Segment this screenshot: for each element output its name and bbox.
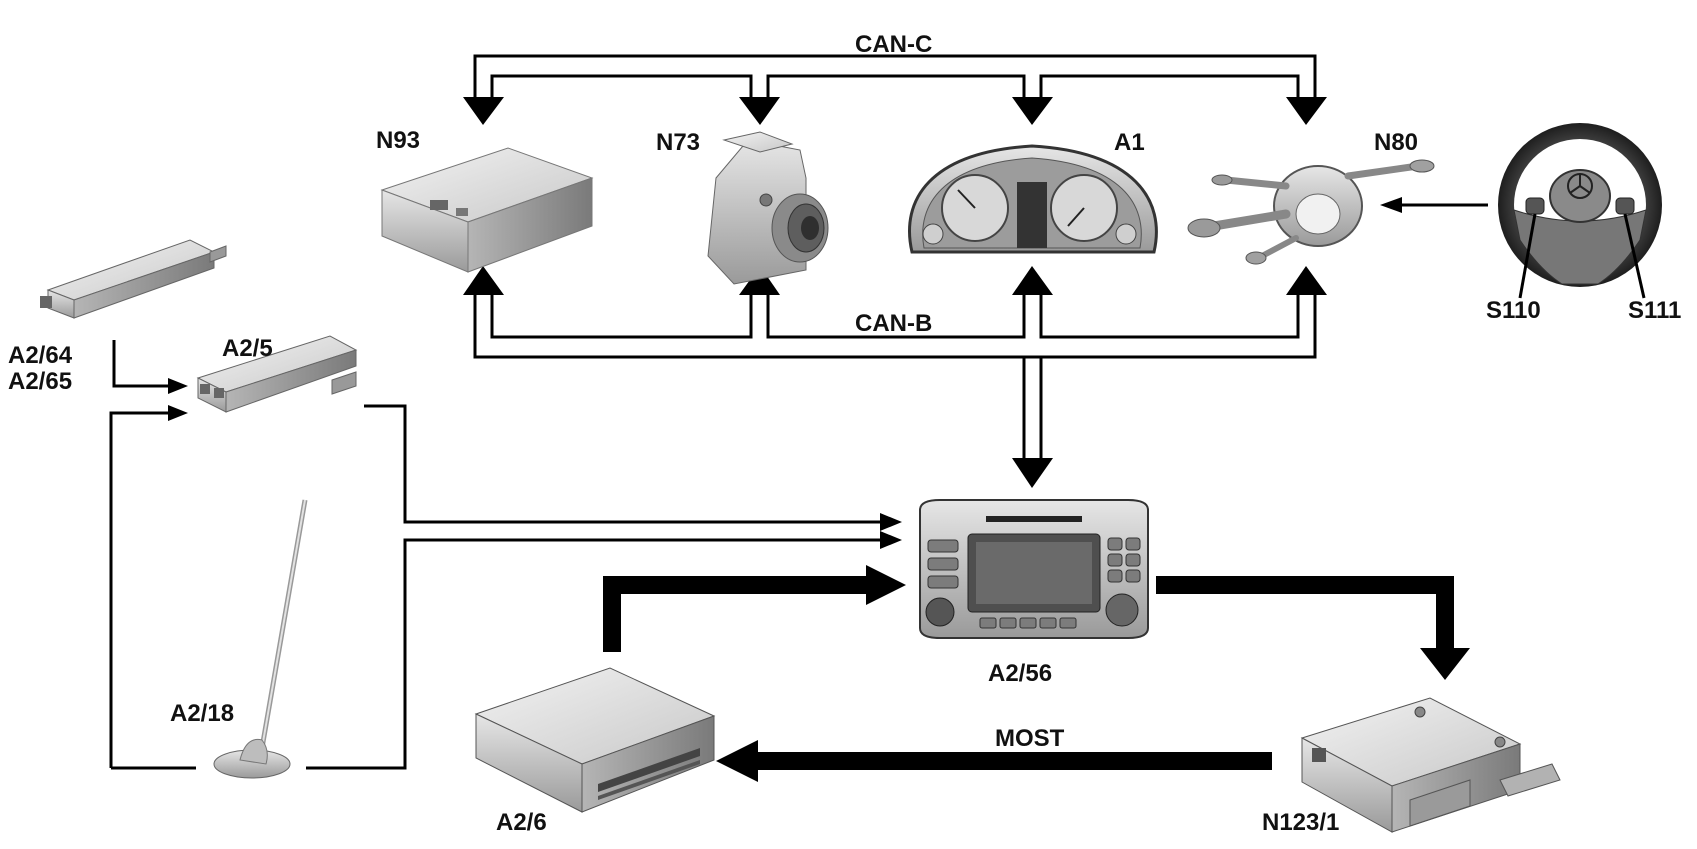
most-arrowheads <box>716 565 1470 782</box>
n123-1-module-image[interactable] <box>1300 697 1561 833</box>
s111-label: S111 <box>1628 297 1681 324</box>
n93-label: N93 <box>376 127 420 154</box>
can-c-bus <box>473 54 1317 97</box>
antenna-signal-lines <box>109 340 880 770</box>
a2-56-head-unit-image[interactable] <box>919 499 1149 639</box>
can-c-arrowheads <box>463 97 1327 125</box>
antenna-signal-arrowheads <box>168 378 902 549</box>
a2-6-label: A2/6 <box>496 809 547 836</box>
a2-64-label: A2/64 <box>8 342 73 369</box>
steering-wheel-image[interactable] <box>1498 123 1662 299</box>
a2-56-label: A2/56 <box>988 660 1052 687</box>
can-b-bus <box>473 295 1317 458</box>
a1-label: A1 <box>1114 129 1145 156</box>
s110-label: S110 <box>1486 297 1541 324</box>
a2-5-module-image[interactable] <box>196 335 358 413</box>
a2-18-rod-antenna-image[interactable] <box>213 499 308 779</box>
a2-64-65-module-image[interactable] <box>40 239 227 319</box>
n73-label: N73 <box>656 129 700 156</box>
most-label: MOST <box>995 725 1065 752</box>
a2-6-cd-changer-image[interactable] <box>474 667 716 813</box>
can-c-label: CAN-C <box>855 31 932 58</box>
n73-ignition-switch-image[interactable] <box>707 131 829 285</box>
n80-steering-column-module-image[interactable] <box>1187 159 1435 265</box>
a1-instrument-cluster-image[interactable] <box>908 144 1158 254</box>
can-b-label: CAN-B <box>855 310 932 337</box>
n123-1-label: N123/1 <box>1262 809 1339 836</box>
n93-module-image[interactable] <box>380 147 594 273</box>
most-ring <box>603 576 1454 770</box>
steering-to-n80-arrow <box>1380 197 1488 213</box>
a2-5-label: A2/5 <box>222 335 273 362</box>
a2-65-label: A2/65 <box>8 368 72 395</box>
a2-18-label: A2/18 <box>170 700 234 727</box>
n80-label: N80 <box>1374 129 1418 156</box>
can-b-arrowheads <box>463 266 1327 488</box>
